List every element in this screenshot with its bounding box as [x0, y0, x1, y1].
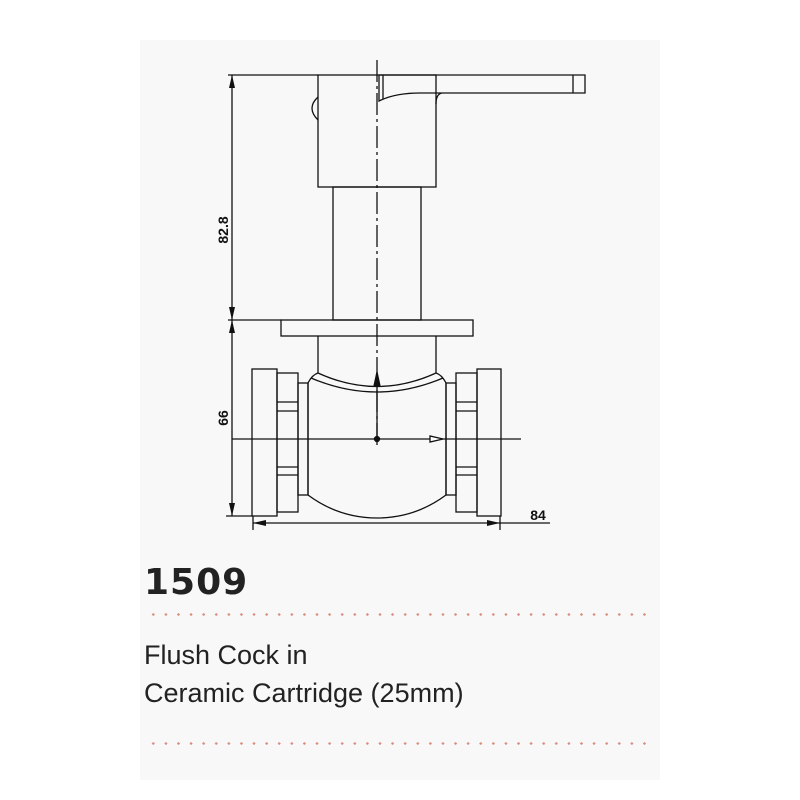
flange	[280, 319, 474, 337]
product-title-line1: Flush Cock in	[144, 640, 308, 670]
knob-bump	[311, 96, 319, 121]
divider-bottom	[147, 742, 652, 745]
right-union	[445, 368, 502, 517]
background-panel	[140, 40, 660, 780]
divider-top	[147, 613, 652, 616]
left-union	[251, 368, 309, 517]
lever	[378, 74, 586, 105]
dim-height-upper: 82.8	[215, 216, 231, 243]
product-title-line2: Ceramic Cartridge (25mm)	[144, 678, 464, 708]
dim-height-lower: 66	[215, 410, 231, 426]
valve-body	[307, 372, 447, 519]
dim-width: 84	[530, 507, 546, 523]
product-code: 1509	[144, 562, 249, 603]
